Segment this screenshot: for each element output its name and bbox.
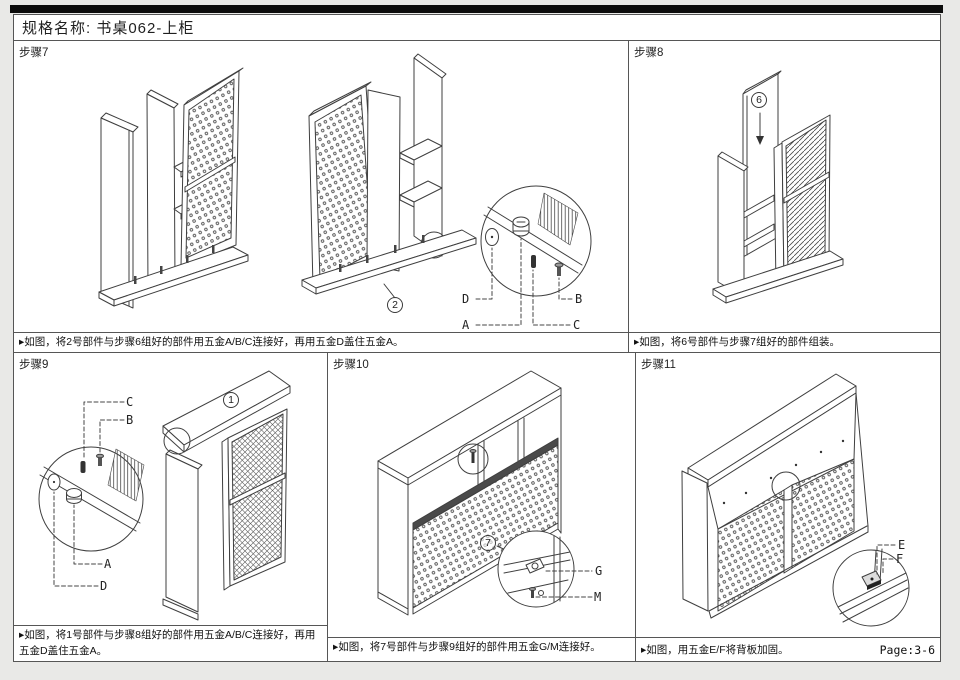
- spec-header: 规格名称: 书桌062-上柜: [14, 15, 940, 41]
- mesh-panel: [180, 67, 244, 268]
- cabinet-assembly: [712, 114, 844, 304]
- hardware-label-d: D: [100, 579, 108, 593]
- badge-leader-line: [383, 283, 396, 299]
- cabinet-with-top-board: [162, 370, 291, 621]
- page-title: 规格名称: 书桌062-上柜: [22, 20, 195, 37]
- page-number: Page:3-6: [879, 642, 935, 657]
- base-board: [98, 245, 249, 307]
- step-9-drawing: [38, 370, 291, 621]
- step-10-panel: 步骤10: [328, 353, 636, 661]
- dowel-icon: [80, 461, 86, 473]
- step-8-drawing: [712, 70, 844, 304]
- hardware-label-d: D: [462, 292, 470, 306]
- step-11-caption: ▸如图，用五金E/F将背板加固。 Page:3-6: [636, 637, 940, 661]
- hardware-label-b: B: [126, 413, 134, 427]
- step-10-caption: ▸如图，将7号部件与步骤9组好的部件用五金G/M连接好。: [328, 637, 635, 661]
- hardware-detail-circle: [475, 185, 592, 326]
- step-8-panel: 步骤8: [629, 41, 940, 353]
- mesh-panel-right: [791, 458, 855, 569]
- step-9-panel: 步骤9: [14, 353, 328, 661]
- step-8-label: 步骤8: [634, 47, 664, 59]
- hardware-detail-circle: [832, 544, 910, 627]
- bracket-icon: [525, 558, 545, 574]
- part-number-badge: 6: [751, 92, 767, 108]
- hardware-label-b: B: [575, 292, 583, 306]
- hardware-label-m: M: [594, 590, 602, 604]
- connector-highlight-circle: [163, 427, 191, 455]
- step-11-label: 步骤11: [641, 359, 676, 371]
- step-10-drawing: [377, 370, 593, 616]
- step-8-caption: ▸如图，将6号部件与步骤7组好的部件组装。: [629, 332, 940, 352]
- step-grid: 步骤7: [14, 41, 940, 661]
- leader-lines: [876, 544, 896, 576]
- hardware-label-c: C: [573, 318, 581, 332]
- leader-lines: [475, 238, 573, 326]
- hardware-label-a: A: [104, 557, 112, 571]
- part-number-badge: 2: [387, 297, 403, 313]
- hardware-detail-circle: [38, 401, 145, 587]
- step-9-caption: ▸如图，将1号部件与步骤8组好的部件用五金A/B/C连接好，再用五金D盖住五金A…: [14, 625, 327, 661]
- hardware-label-e: E: [898, 538, 906, 552]
- leader-lines: [53, 401, 125, 587]
- screw-icon: [98, 456, 102, 466]
- instruction-page: 规格名称: 书桌062-上柜 步骤7: [13, 14, 941, 662]
- step-10-label: 步骤10: [333, 359, 369, 371]
- connector-highlight-circle: [457, 443, 489, 475]
- hutch-back-view: [681, 373, 869, 619]
- step-7-drawing: [98, 53, 592, 326]
- part-number-badge: 7: [480, 535, 496, 551]
- hardware-label-g: G: [595, 564, 603, 578]
- dowel-icon: [531, 255, 536, 268]
- step-7-panel: 步骤7: [14, 41, 629, 353]
- middle-assembly: [301, 53, 477, 299]
- step-9-label: 步骤9: [19, 359, 49, 371]
- part-number-badge: 1: [223, 392, 239, 408]
- step-7-label: 步骤7: [19, 47, 49, 59]
- screw-icon: [531, 589, 534, 598]
- scan-artifact-bar: [10, 5, 943, 13]
- step-7-caption: ▸如图，将2号部件与步骤6组好的部件用五金A/B/C连接好，再用五金D盖住五金A…: [14, 332, 628, 352]
- hardware-label-f: F: [896, 552, 904, 566]
- hardware-label-c: C: [126, 395, 134, 409]
- step-11-panel: 步骤11: [636, 353, 940, 661]
- step-11-drawing: [681, 373, 910, 627]
- hardware-label-a: A: [462, 318, 470, 332]
- leader-lines: [535, 570, 593, 598]
- hardware-detail-circle: [497, 530, 593, 608]
- mesh-panel: [231, 413, 284, 581]
- screw-icon: [557, 265, 561, 276]
- board-part-2: [100, 112, 139, 309]
- connector-highlight-circle: [771, 471, 801, 501]
